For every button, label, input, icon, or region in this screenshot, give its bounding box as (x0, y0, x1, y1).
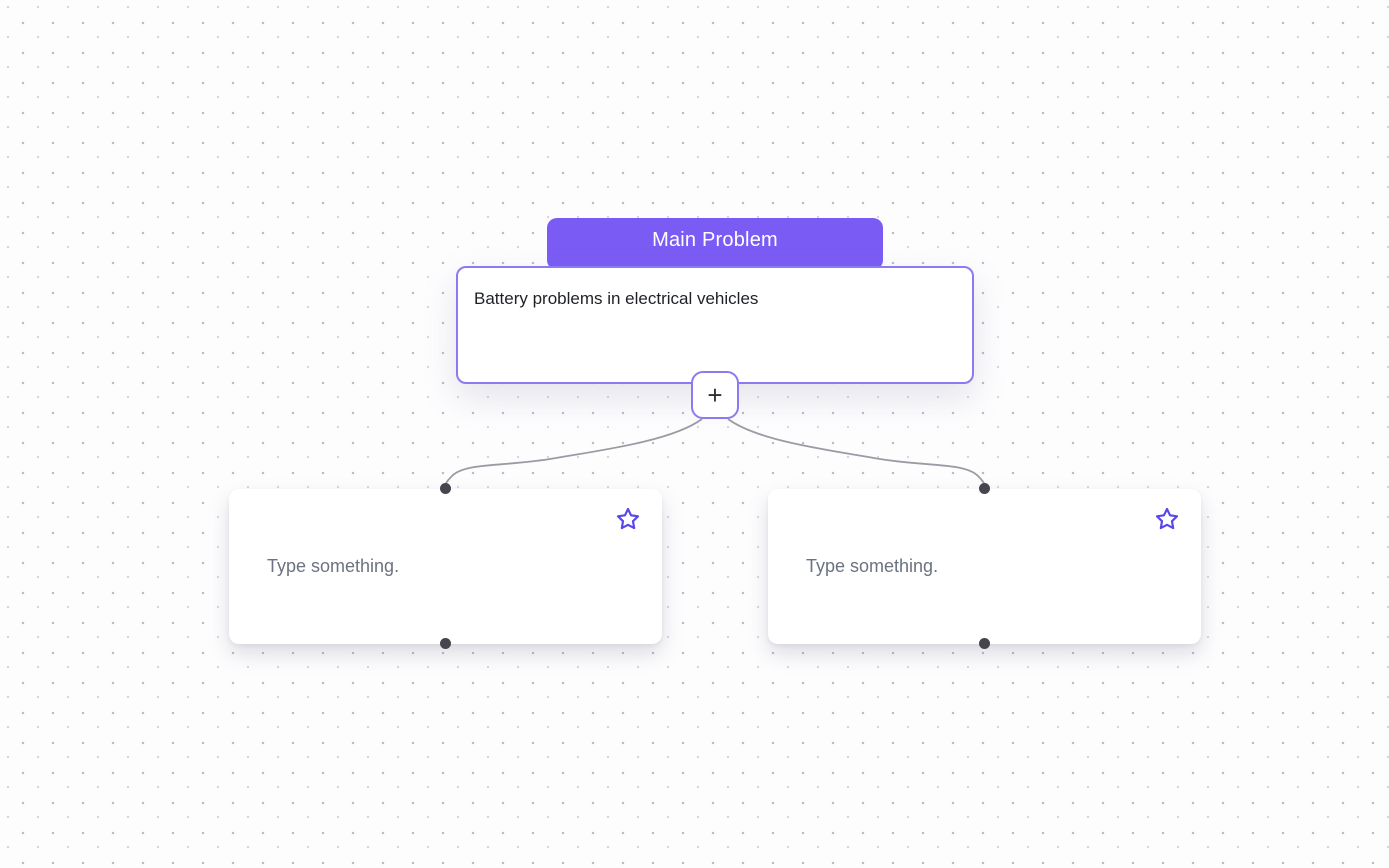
connector-line-right (727, 418, 987, 489)
main-problem-title: Main Problem (652, 229, 778, 251)
connector-line-left (443, 418, 703, 489)
child-text-input[interactable]: Type something. (267, 556, 400, 576)
main-problem-node[interactable]: Main Problem Battery problems in electri… (456, 218, 974, 419)
connection-point-top[interactable] (440, 483, 451, 494)
child-node-left[interactable]: Type something. (229, 483, 662, 649)
star-icon[interactable] (1154, 506, 1180, 532)
child-node-right[interactable]: Type something. (768, 483, 1201, 649)
connection-point-bottom[interactable] (440, 638, 451, 649)
plus-icon: + (707, 379, 723, 410)
main-problem-body[interactable]: Battery problems in electrical vehicles (456, 266, 974, 384)
main-problem-header: Main Problem (547, 218, 883, 270)
add-child-button[interactable]: + (691, 371, 739, 419)
main-problem-text-input[interactable]: Battery problems in electrical vehicles (474, 289, 759, 308)
child-text-input[interactable]: Type something. (806, 556, 939, 576)
connection-point-bottom[interactable] (979, 638, 990, 649)
connection-point-top[interactable] (979, 483, 990, 494)
star-icon[interactable] (615, 506, 641, 532)
